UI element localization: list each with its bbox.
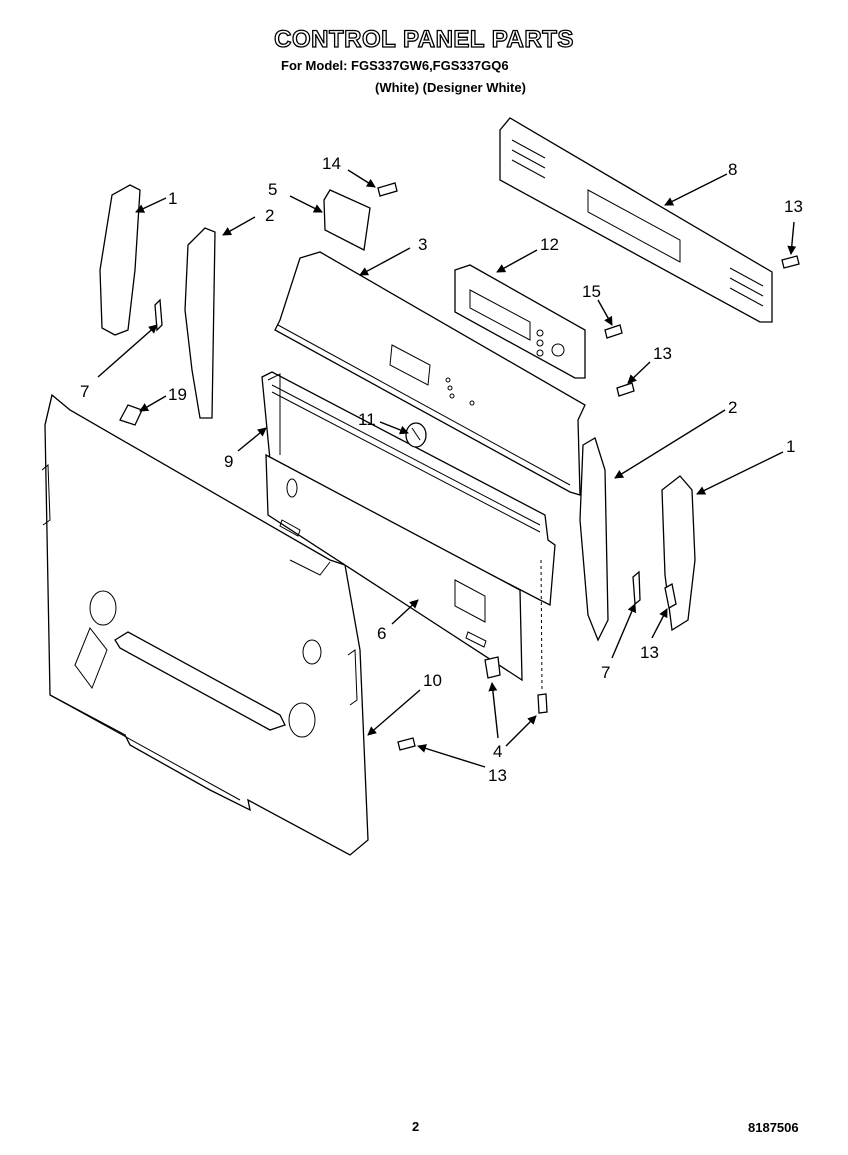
callout-7-right: 7 <box>601 663 610 682</box>
callout-14: 14 <box>322 154 341 173</box>
clip-part-19 <box>119 404 143 426</box>
electronic-control-part-12 <box>454 264 586 379</box>
screw-part-13-bottom <box>397 737 416 751</box>
callout-1-left: 1 <box>168 189 177 208</box>
bracket-right-part-2 <box>579 437 609 642</box>
callout-10: 10 <box>423 671 442 690</box>
rear-panel-part-10 <box>41 393 369 856</box>
console-hood-part-3 <box>274 251 586 496</box>
plate-part-5 <box>323 189 371 251</box>
callout-13-top-right: 13 <box>784 197 803 216</box>
callout-1-right: 1 <box>786 437 795 456</box>
callout-4: 4 <box>493 742 502 761</box>
control-panel-frame-part-9 <box>261 371 556 607</box>
clip-left-part-7 <box>154 298 163 332</box>
rear-trim-part-8 <box>499 117 773 323</box>
callout-2-right: 2 <box>728 398 737 417</box>
model-line: For Model: FGS337GW6,FGS337GQ6 <box>281 58 509 73</box>
callout-7-left: 7 <box>80 382 89 401</box>
callout-5: 5 <box>268 180 277 199</box>
callout-13-right-low: 13 <box>640 643 659 662</box>
callout-3: 3 <box>418 235 427 254</box>
lower-panel-part-6 <box>265 453 523 682</box>
knob-part-11 <box>405 422 427 448</box>
end-cap-left-part-1 <box>99 184 141 336</box>
callout-19: 19 <box>168 385 187 404</box>
callout-13-mid: 13 <box>653 344 672 363</box>
clip-right-part-7 <box>632 570 641 606</box>
callout-12: 12 <box>540 235 559 254</box>
screw-part-4-b <box>537 693 548 714</box>
screw-part-13-top-right <box>781 255 800 269</box>
end-cap-right-part-1 <box>661 475 696 632</box>
callout-6: 6 <box>377 624 386 643</box>
leader-lines <box>97 169 797 768</box>
screw-part-13-right-low <box>664 582 677 610</box>
callout-11: 11 <box>358 410 376 429</box>
callout-2-left: 2 <box>265 206 274 225</box>
screw-part-4-a <box>484 656 501 679</box>
variant-line: (White) (Designer White) <box>375 80 526 95</box>
screw-part-13-mid <box>616 382 635 397</box>
callout-13-bottom: 13 <box>488 766 507 785</box>
callout-8: 8 <box>728 160 737 179</box>
bracket-left-part-2 <box>184 227 216 419</box>
page-title: CONTROL PANEL PARTS <box>273 25 574 53</box>
callout-15: 15 <box>582 282 601 301</box>
page-number: 2 <box>412 1119 420 1134</box>
screw-part-14 <box>377 182 398 197</box>
callout-9: 9 <box>224 452 233 471</box>
callout-labels: 1 2 14 5 8 13 3 12 15 13 7 19 11 2 1 9 6… <box>80 154 803 785</box>
screw-part-15 <box>604 324 623 339</box>
document-number: 8187506 <box>748 1120 799 1135</box>
